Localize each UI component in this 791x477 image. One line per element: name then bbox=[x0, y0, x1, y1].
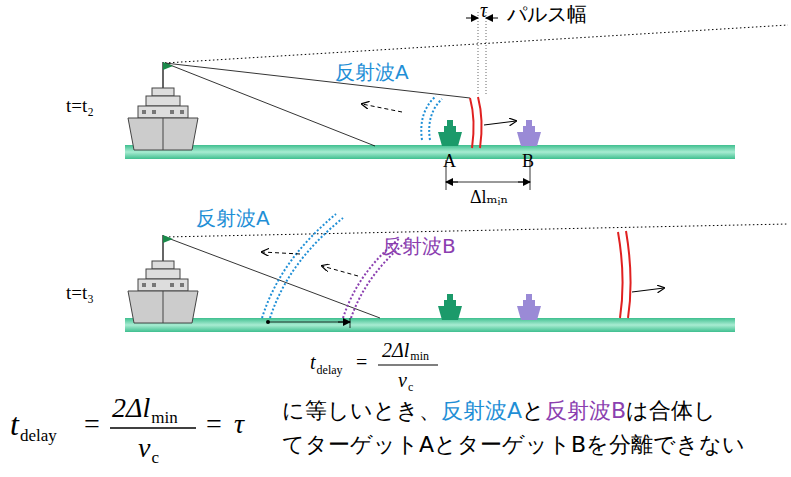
reflected-wave-label: 反射波A bbox=[196, 208, 270, 228]
formula-subscript: c bbox=[408, 381, 413, 393]
pulse-width-symbol: τ bbox=[480, 0, 487, 20]
reflected-wave-label: 反射波A bbox=[335, 62, 409, 82]
note-text: てターゲットAとターゲットBを分離できない bbox=[282, 434, 745, 456]
resolution-label: Δlₘᵢₙ bbox=[470, 188, 508, 206]
pulse-width-label: パルス幅 bbox=[507, 4, 587, 24]
formula-part: = bbox=[84, 410, 100, 438]
reflected-wave-label: 反射波B bbox=[382, 236, 456, 256]
formula-part: 2Δl bbox=[112, 394, 150, 422]
note-text: に等しいとき、 bbox=[282, 400, 441, 422]
formula-subscript: delay bbox=[317, 364, 343, 376]
formula-subscript: min bbox=[410, 350, 429, 362]
formula-subscript: min bbox=[151, 409, 177, 426]
note-text: と bbox=[522, 400, 545, 422]
formula-subscript: c bbox=[151, 449, 159, 466]
note-text: 反射波A bbox=[441, 400, 522, 422]
formula-part: 2Δl bbox=[382, 340, 409, 360]
formula-part: t bbox=[310, 352, 316, 372]
time-label: t=t₂ bbox=[66, 96, 94, 115]
note-text: 反射波B bbox=[545, 400, 626, 422]
formula-part: t bbox=[10, 408, 19, 440]
formula-part: = bbox=[356, 352, 367, 372]
formula-part: v bbox=[138, 434, 150, 462]
target-label: B bbox=[522, 152, 534, 170]
formula-part: = bbox=[206, 410, 222, 438]
note-text: は合体し bbox=[626, 400, 716, 422]
time-label: t=t₃ bbox=[66, 283, 94, 302]
target-label: A bbox=[443, 152, 456, 170]
formula-subscript: delay bbox=[20, 427, 57, 444]
formula-part: v bbox=[398, 370, 407, 390]
formula-part: τ bbox=[234, 410, 244, 438]
